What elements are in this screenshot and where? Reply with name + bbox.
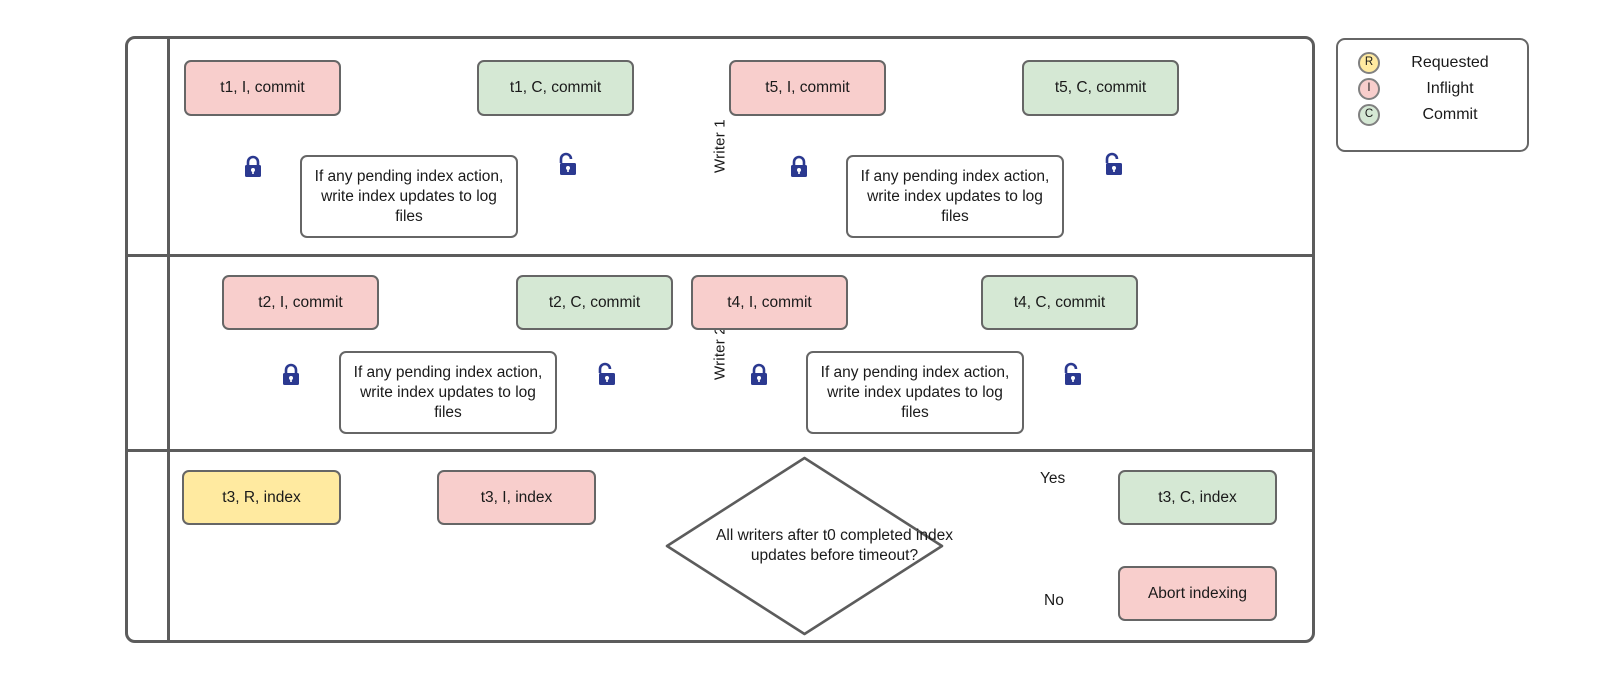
node-w1-t5-inflight[interactable]: t5, I, commit — [729, 60, 886, 116]
legend-item-requested: R Requested — [1338, 50, 1527, 76]
legend-dot-inflight-icon: I — [1358, 78, 1380, 100]
node-w2-t2-inflight[interactable]: t2, I, commit — [222, 275, 379, 330]
lane-header-column — [128, 39, 170, 640]
lock-open-icon — [594, 362, 616, 386]
node-w1-action-b[interactable]: If any pending index action, write index… — [846, 155, 1064, 238]
edge-label-yes: Yes — [1040, 470, 1066, 487]
node-w2-action-a[interactable]: If any pending index action, write index… — [339, 351, 557, 434]
legend-label-commit: Commit — [1422, 106, 1478, 123]
legend-label-inflight: Inflight — [1426, 80, 1474, 97]
node-w1-t1-inflight[interactable]: t1, I, commit — [184, 60, 341, 116]
node-ix-abort[interactable]: Abort indexing — [1118, 566, 1277, 621]
lock-closed-icon — [748, 363, 770, 387]
node-w2-t4-inflight[interactable]: t4, I, commit — [691, 275, 848, 330]
node-w1-action-a[interactable]: If any pending index action, write index… — [300, 155, 518, 238]
legend-dot-requested-icon: R — [1358, 52, 1380, 74]
lock-closed-icon — [788, 155, 810, 179]
legend-item-inflight: I Inflight — [1338, 76, 1527, 102]
diamond-shape — [665, 456, 944, 636]
node-w1-t1-commit[interactable]: t1, C, commit — [477, 60, 634, 116]
decision-label: All writers after t0 completed index upd… — [716, 527, 953, 564]
lane-divider-2 — [128, 449, 1312, 452]
lock-open-icon — [1101, 152, 1123, 176]
node-w2-action-b[interactable]: If any pending index action, write index… — [806, 351, 1024, 434]
lock-closed-icon — [242, 155, 264, 179]
node-ix-decision[interactable]: All writers after t0 completed index upd… — [664, 455, 953, 637]
lane-divider-1 — [128, 254, 1312, 257]
node-ix-t3-commit[interactable]: t3, C, index — [1118, 470, 1277, 525]
node-w2-t4-commit[interactable]: t4, C, commit — [981, 275, 1138, 330]
node-w1-t5-commit[interactable]: t5, C, commit — [1022, 60, 1179, 116]
legend-label-requested: Requested — [1411, 54, 1489, 71]
legend-dot-commit-icon: C — [1358, 104, 1380, 126]
lock-closed-icon — [280, 363, 302, 387]
edge-label-no: No — [1044, 592, 1064, 609]
node-ix-t3-inflight[interactable]: t3, I, index — [437, 470, 596, 525]
node-w2-t2-commit[interactable]: t2, C, commit — [516, 275, 673, 330]
node-ix-t3-requested[interactable]: t3, R, index — [182, 470, 341, 525]
lock-open-icon — [555, 152, 577, 176]
legend-item-commit: C Commit — [1338, 102, 1527, 128]
legend-panel: R Requested I Inflight C Commit — [1336, 38, 1529, 152]
lock-open-icon — [1060, 362, 1082, 386]
